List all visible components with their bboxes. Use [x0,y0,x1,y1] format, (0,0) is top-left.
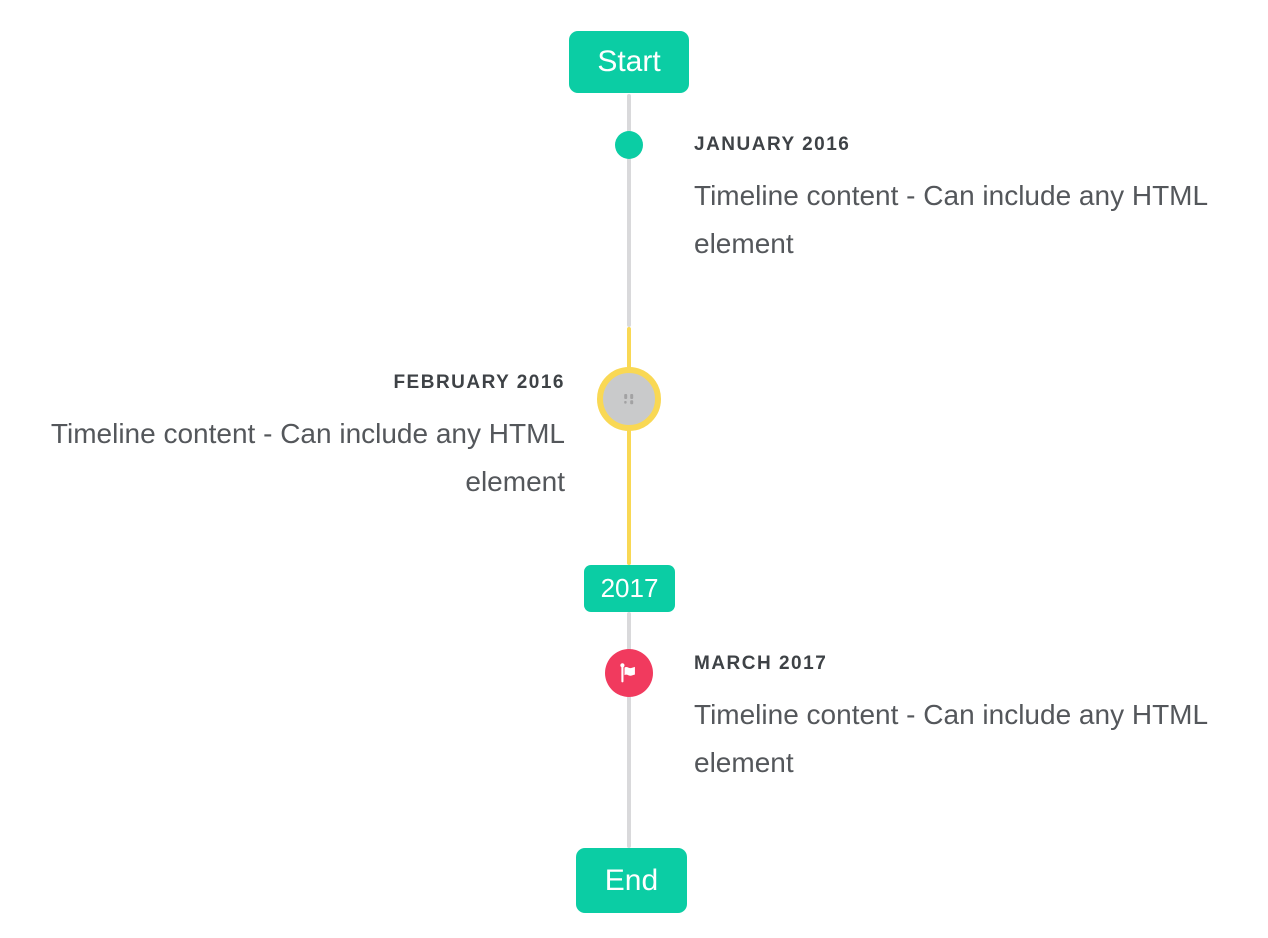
placeholder-glyph-icon [621,391,637,407]
event-content: Timeline content - Can include any HTML … [694,180,1208,259]
event-marker-march[interactable] [605,649,653,697]
event-title: JANUARY 2016 [694,134,851,155]
event-title: FEBRUARY 2016 [393,372,565,393]
event-march: MARCH 2017 Timeline content - Can includ… [694,652,1218,787]
event-title: MARCH 2017 [694,653,828,674]
start-button[interactable]: Start [569,31,689,93]
timeline-line-segment-active [627,327,631,565]
end-button[interactable]: End [576,848,687,913]
event-marker-january[interactable] [615,131,643,159]
timeline-line-segment-bottom [627,612,631,848]
event-content: Timeline content - Can include any HTML … [694,699,1208,778]
timeline-line-segment-top [627,94,631,327]
year-badge-2017[interactable]: 2017 [584,565,675,612]
event-content: Timeline content - Can include any HTML … [50,418,565,497]
event-february: FEBRUARY 2016 Timeline content - Can inc… [41,371,565,506]
event-january: JANUARY 2016 Timeline content - Can incl… [694,133,1218,268]
flag-icon [617,661,642,686]
event-marker-february-active[interactable] [597,367,661,431]
